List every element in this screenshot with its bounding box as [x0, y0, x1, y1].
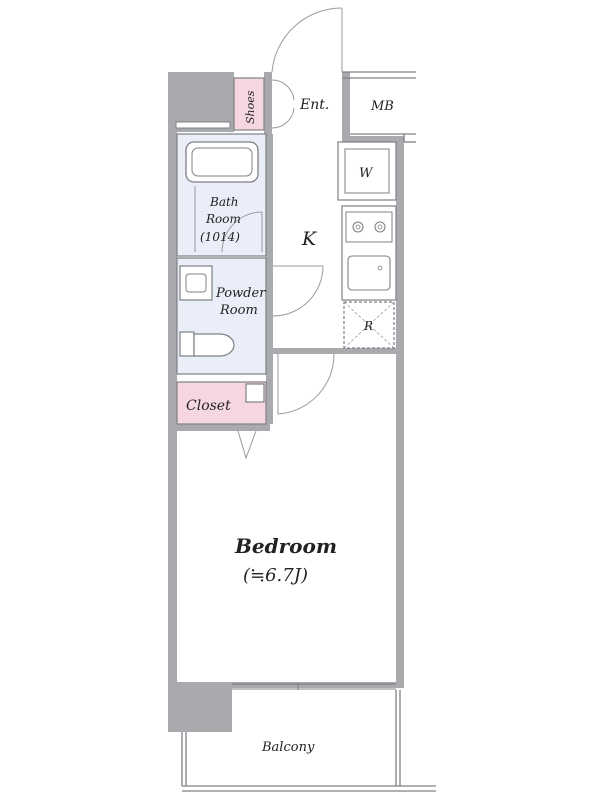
entrance-right-wall	[342, 72, 350, 140]
kitchen-counter	[341, 205, 397, 301]
bedroom-top-wall	[273, 348, 404, 354]
closet-bottom-wall	[168, 424, 270, 431]
bath-label-line3: (1014)	[200, 230, 240, 244]
shoes-label: Shoes	[244, 90, 257, 124]
bedroom-label: Bedroom	[234, 534, 337, 558]
washbasin-icon	[179, 265, 213, 301]
bedroom-size-label: (≒6.7J)	[243, 565, 308, 586]
bath-label-line2: Room	[205, 212, 241, 226]
balcony-label: Balcony	[261, 740, 315, 755]
powder-door-swing-icon	[272, 265, 324, 317]
bath-label-line1: Bath	[209, 195, 239, 209]
refrigerator-label: R	[363, 319, 373, 333]
kitchen-label: K	[301, 228, 318, 250]
shoes-zone	[233, 77, 265, 131]
closet-door-icon	[237, 430, 257, 460]
stove-burner-icon	[374, 221, 386, 233]
bedroom-door-swing-icon	[277, 353, 335, 415]
kitchen-top-wall	[342, 136, 404, 142]
kitchen-sink-icon	[347, 255, 391, 291]
bath-block-right-wall	[266, 134, 273, 424]
bottom-left-column	[168, 686, 232, 732]
washer-label: W	[359, 166, 374, 181]
right-wall	[396, 140, 404, 688]
meter-box-label: MB	[370, 99, 394, 114]
bathtub-icon	[185, 141, 259, 183]
powder-label-line2: Room	[219, 303, 258, 318]
entrance-door-swing-icon	[271, 7, 343, 73]
entrance-label: Ent.	[299, 97, 329, 113]
stove-burner-icon	[352, 221, 364, 233]
powder-label-line1: Powder	[215, 286, 266, 301]
closet-label: Closet	[186, 398, 231, 414]
toilet-icon	[179, 331, 235, 357]
washer-area	[337, 141, 397, 201]
outlines	[175, 7, 436, 792]
bedroom-bottom-wall	[168, 682, 404, 688]
left-wall	[168, 72, 177, 732]
labels: Ent. MB Shoes W Bath Room (1014) K R Pow…	[186, 90, 394, 755]
bath-door-swing-icon	[221, 211, 263, 253]
entrance-left-wall	[264, 72, 272, 134]
